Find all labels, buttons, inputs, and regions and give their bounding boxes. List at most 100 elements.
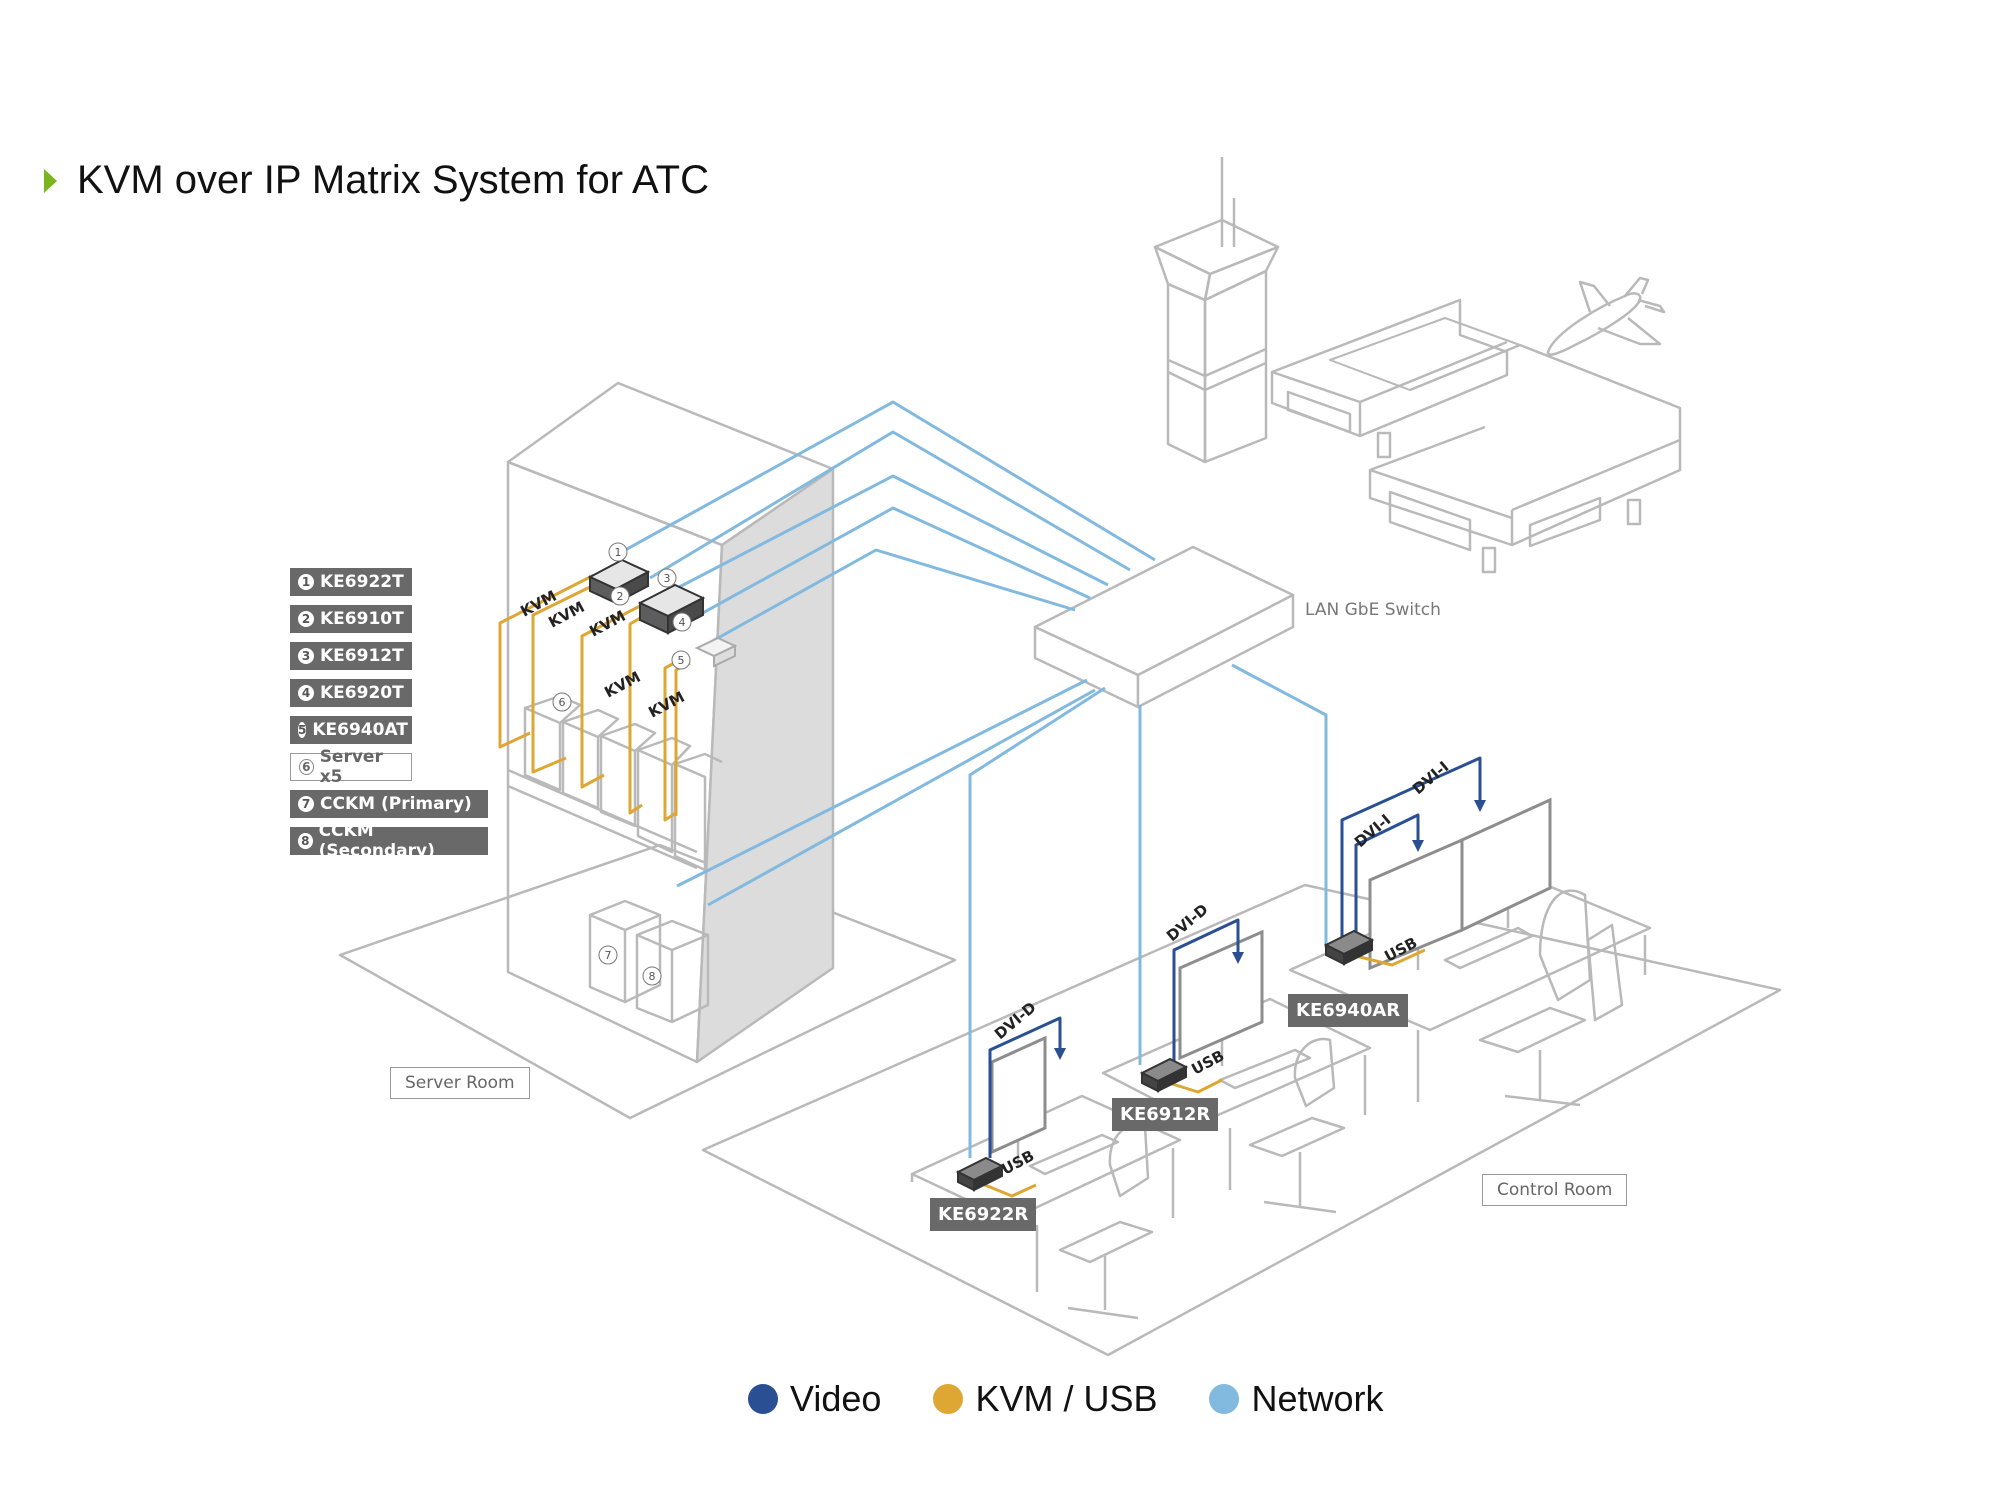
- cable-label-kvm-5: KVM: [645, 688, 687, 722]
- key-label: KE6910T: [320, 609, 404, 629]
- legend-item-network: Network: [1209, 1378, 1384, 1420]
- video-arrow-3: [1474, 800, 1486, 812]
- key-item-ke6922t: 1 KE6922T: [290, 568, 412, 596]
- server-room-floor: [338, 843, 957, 1120]
- key-item-server: 6 Server x5: [290, 747, 412, 787]
- badge-7: 7: [598, 945, 618, 965]
- diagram-title: KVM over IP Matrix System for ATC: [44, 158, 709, 203]
- network-cable-cckm-1: [676, 678, 1088, 888]
- key-number: 2: [298, 611, 314, 627]
- cable-label-usb-1: USB: [998, 1146, 1037, 1178]
- monitor-desk-1: [990, 1035, 1047, 1155]
- svg-text:2: 2: [617, 590, 624, 603]
- network-cable-1: [617, 400, 1156, 562]
- key-item-ke6920t: 4 KE6920T: [290, 679, 412, 707]
- key-label: Server x5: [319, 747, 383, 787]
- badge-2: 2: [610, 586, 630, 606]
- control-room-label: Control Room: [1482, 1174, 1628, 1206]
- receiver-ke6922r: [955, 1156, 1005, 1192]
- switch-label: LAN GbE Switch: [1305, 600, 1441, 620]
- badge-8: 8: [642, 966, 662, 986]
- receiver-ke6912r: [1139, 1057, 1189, 1093]
- cable-label-dvi-i-2: DVI-I: [1409, 758, 1452, 798]
- video-arrow-1: [1054, 1048, 1066, 1060]
- svg-text:6: 6: [559, 696, 566, 709]
- cable-label-kvm-3: KVM: [586, 607, 628, 641]
- kvm-cable-3: [580, 604, 641, 789]
- receiver-label-ke6940ar: KE6940AR: [1288, 994, 1409, 1027]
- badge-5: 5: [671, 650, 691, 670]
- video-cable-2: [1172, 918, 1240, 1065]
- server-units: [523, 694, 723, 872]
- receiver-ke6940ar: [1323, 929, 1375, 966]
- badge-4: 4: [672, 612, 692, 632]
- legend-label-video: Video: [790, 1378, 882, 1419]
- terminal-building: [1270, 298, 1682, 574]
- usb-cable-2: [1165, 1078, 1223, 1094]
- badge-1: 1: [608, 542, 628, 562]
- key-number: 4: [298, 685, 314, 701]
- svg-text:3: 3: [664, 572, 671, 585]
- badge-6: 6: [552, 692, 572, 712]
- usb-cable-1: [979, 1181, 1037, 1198]
- video-cable-3: [1340, 756, 1482, 945]
- legend: Video KVM / USB Network: [748, 1378, 1436, 1420]
- key-label: KE6912T: [320, 646, 404, 666]
- badge-3: 3: [657, 568, 677, 588]
- key-number: 8: [298, 833, 313, 849]
- control-room-floor: [701, 883, 1782, 1357]
- cable-label-dvi-d-2: DVI-D: [1163, 900, 1212, 945]
- key-number: 1: [298, 574, 314, 590]
- svg-text:5: 5: [678, 654, 685, 667]
- monitor-desk-2: [1178, 929, 1264, 1061]
- title-arrow-icon: [44, 168, 57, 193]
- network-cable-3: [659, 474, 1109, 599]
- kvm-cable-1: [498, 573, 595, 749]
- key-label: KE6920T: [320, 683, 404, 703]
- network-cable-4: [689, 506, 1091, 622]
- cckm-servers: [588, 899, 710, 1024]
- monitor-desk-3b: [1460, 797, 1552, 933]
- svg-text:4: 4: [679, 616, 686, 629]
- lan-switch-shape: [1033, 545, 1295, 709]
- key-item-cckm-secondary: 8 CCKM (Secondary): [290, 821, 488, 861]
- network-cable-5: [699, 548, 1076, 650]
- key-label: KE6922T: [320, 572, 404, 592]
- server-cabinet: [506, 381, 835, 1064]
- svg-text:1: 1: [615, 546, 622, 559]
- server-room-label: Server Room: [390, 1067, 530, 1099]
- key-item-ke6910t: 2 KE6910T: [290, 605, 412, 633]
- title-text: KVM over IP Matrix System for ATC: [77, 158, 709, 202]
- key-label: CCKM (Primary): [320, 794, 472, 814]
- video-cable-1: [988, 1016, 1062, 1158]
- network-cable-cckm-2: [707, 688, 1096, 907]
- legend-dot-kvm-usb: [933, 1384, 964, 1414]
- legend-dot-network: [1209, 1384, 1240, 1414]
- legend-item-kvm-usb: KVM / USB: [933, 1378, 1157, 1420]
- video-arrow-2: [1232, 952, 1244, 964]
- airplane-icon: [1546, 276, 1666, 356]
- cable-label-kvm-4: KVM: [601, 668, 643, 702]
- network-cable-rx-3: [1231, 663, 1328, 948]
- transmitter-ke6912t: [637, 583, 706, 635]
- cable-labels: KVM KVM KVM KVM KVM DVI-D DVI-D DVI-I DV…: [517, 587, 1452, 1179]
- legend-dot-video: [748, 1384, 778, 1414]
- key-number: 7: [298, 796, 314, 812]
- key-item-cckm-primary: 7 CCKM (Primary): [290, 790, 488, 818]
- svg-text:8: 8: [649, 970, 656, 983]
- video-cable-4: [1354, 813, 1420, 945]
- usb-cable-3: [1351, 948, 1426, 967]
- control-tower: [1153, 157, 1280, 464]
- transmitter-ke6940at: [694, 636, 738, 668]
- legend-label-network: Network: [1251, 1378, 1384, 1419]
- key-label: CCKM (Secondary): [318, 821, 435, 861]
- network-cable-rx-1: [968, 686, 1106, 1158]
- legend-item-video: Video: [748, 1378, 881, 1420]
- receiver-label-ke6922r: KE6922R: [930, 1198, 1037, 1231]
- key-number: 6: [299, 759, 314, 775]
